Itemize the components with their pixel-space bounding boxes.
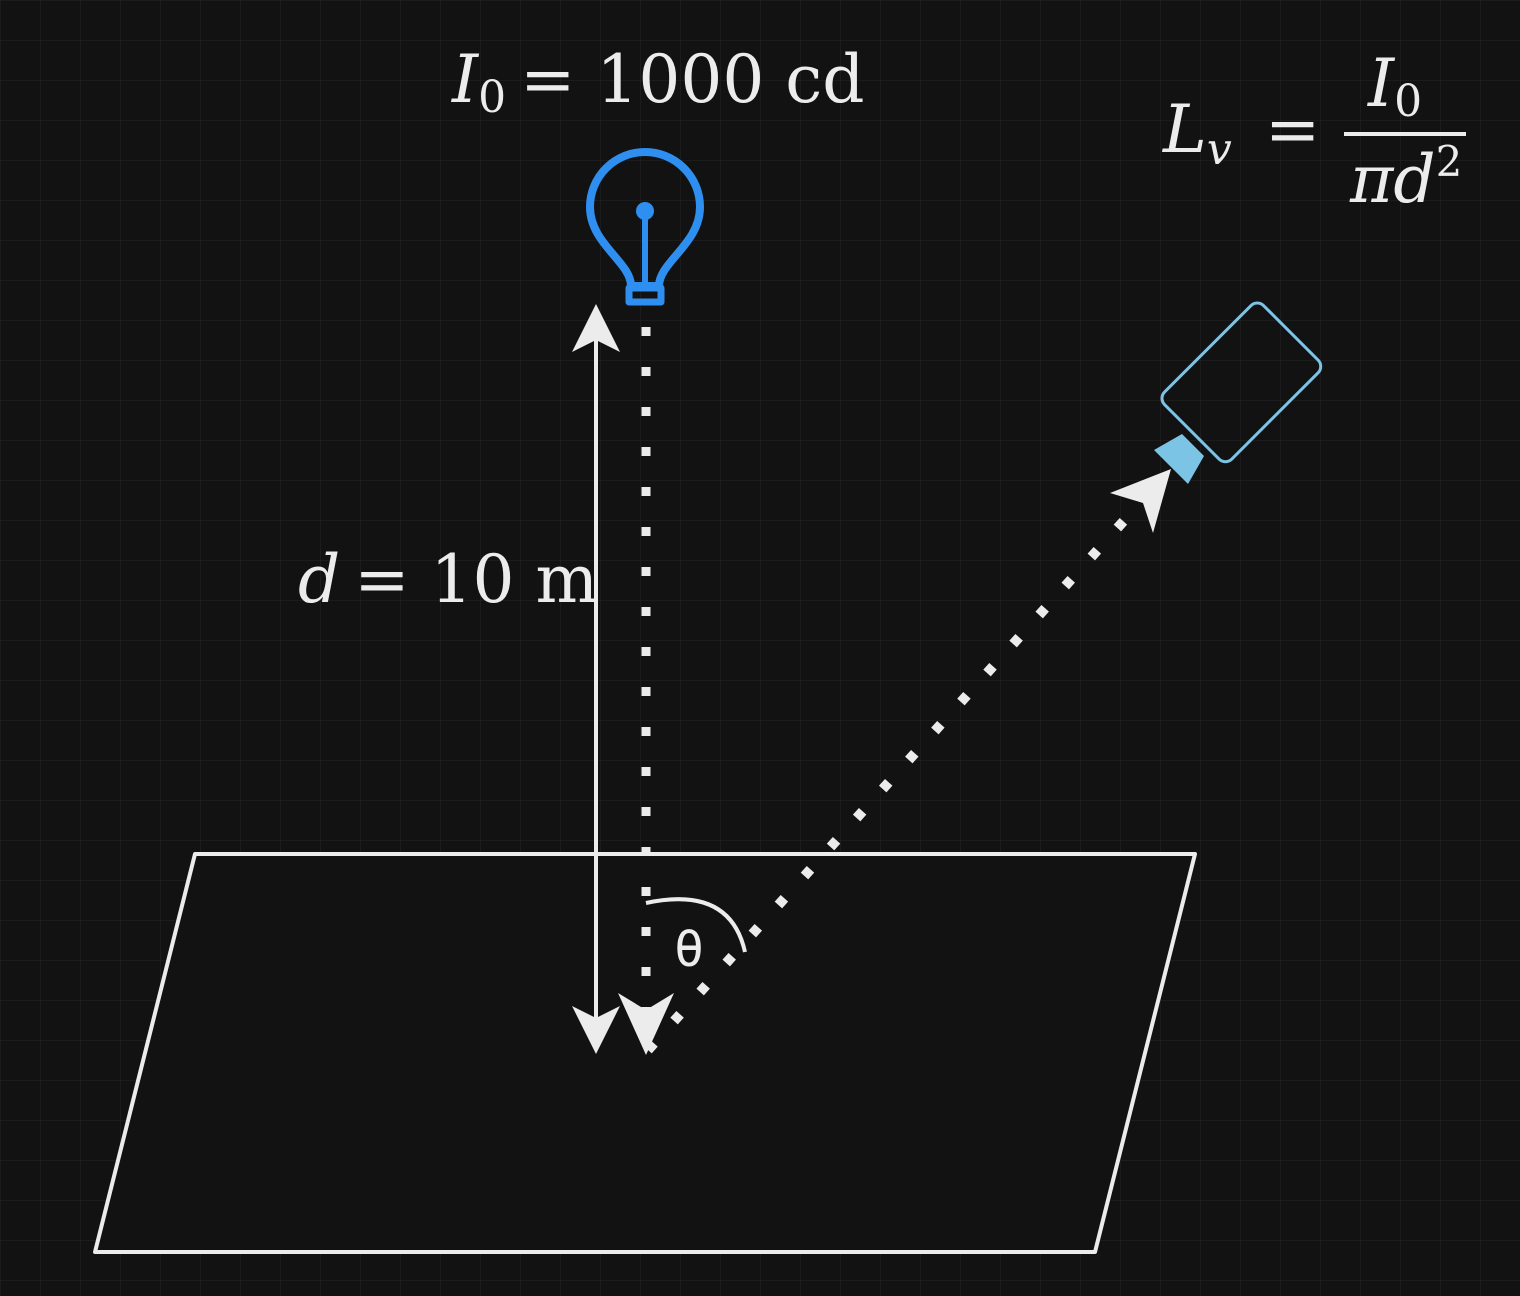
intensity-label: I0 = 1000 cd [451, 41, 865, 123]
surface-plane [93, 852, 1197, 1254]
formula-num-symbol: I [1367, 45, 1396, 122]
distance-symbol: d [298, 541, 340, 618]
formula-den-text: πd [1349, 141, 1436, 218]
formula-numerator: I0 [1367, 45, 1422, 127]
formula-equals: = [1265, 91, 1320, 168]
intensity-subscript: 0 [478, 72, 506, 123]
angle-label: θ [674, 920, 704, 978]
formula-num-subscript: 0 [1394, 76, 1422, 127]
distance-arrowhead-bottom [572, 1006, 620, 1054]
distance-label: d= 10 m [298, 541, 598, 618]
distance-arrowhead-top [572, 304, 620, 352]
distance-value: = 10 m [354, 541, 598, 618]
luminance-formula: Lv = I0 πd2 [1162, 45, 1466, 218]
reflected-light-ray [644, 490, 1152, 1054]
formula-denominator: πd2 [1349, 137, 1462, 218]
formula-lhs-symbol: L [1162, 91, 1207, 168]
formula-lhs: Lv [1162, 91, 1232, 175]
angle-arc [645, 897, 747, 953]
lightbulb-filament [636, 202, 654, 220]
intensity-value: = 1000 cd [520, 41, 864, 118]
lightbulb-icon [586, 148, 704, 306]
intensity-symbol: I [451, 41, 480, 118]
formula-lhs-subscript: v [1207, 124, 1232, 175]
incident-ray-arrowhead [618, 993, 674, 1055]
reflected-ray-arrowhead [1110, 469, 1171, 533]
formula-den-superscript: 2 [1436, 137, 1463, 186]
camera-icon [1154, 301, 1323, 484]
